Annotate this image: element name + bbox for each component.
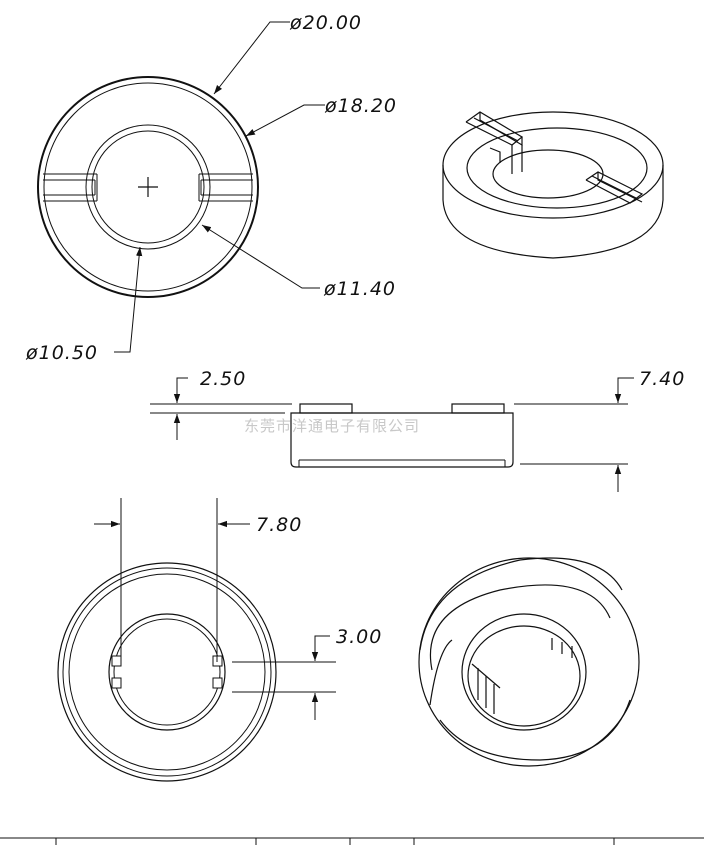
outer-circle bbox=[37, 76, 259, 298]
dim-outer-diameter: ø20.00 bbox=[289, 12, 362, 34]
left-tab bbox=[43, 173, 98, 202]
dim-inner-diameter: ø11.40 bbox=[323, 278, 396, 300]
leader-inner bbox=[201, 224, 320, 289]
dim-tab-height: 2.50 bbox=[200, 368, 246, 390]
company-watermark: 东莞市洋通电子有限公司 bbox=[244, 417, 420, 435]
bottom-view bbox=[57, 498, 336, 782]
title-block bbox=[0, 837, 704, 845]
body-circle bbox=[43, 82, 253, 292]
dim-body-diameter: ø18.20 bbox=[324, 95, 397, 117]
inner-circle bbox=[85, 124, 211, 250]
dim-slot-span: 7.80 bbox=[256, 514, 302, 536]
leader-outer bbox=[213, 21, 290, 95]
isometric-view-top bbox=[442, 111, 664, 259]
center-mark bbox=[138, 177, 158, 197]
right-tab bbox=[198, 173, 253, 202]
leader-bore bbox=[114, 246, 143, 353]
dim-total-height: 7.40 bbox=[639, 368, 685, 390]
top-view bbox=[37, 21, 325, 353]
leader-body bbox=[245, 104, 325, 137]
bore-circle bbox=[91, 130, 205, 244]
side-view bbox=[150, 377, 634, 492]
isometric-view-bottom bbox=[418, 557, 640, 767]
dim-bore-diameter: ø10.50 bbox=[25, 342, 98, 364]
dim-slot-width: 3.00 bbox=[336, 626, 382, 648]
